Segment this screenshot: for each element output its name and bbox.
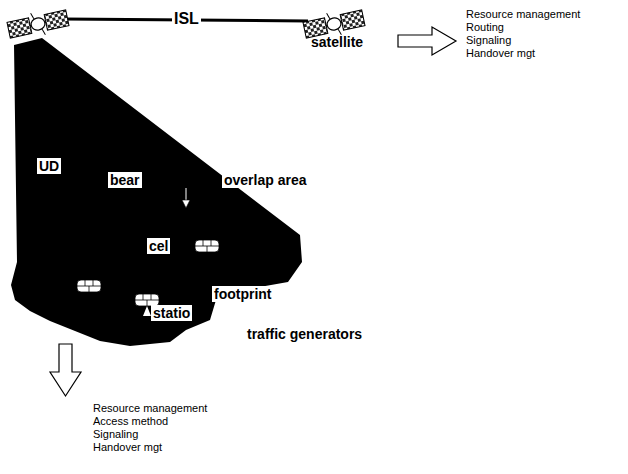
leader-line	[186, 188, 187, 200]
hollow-arrow	[50, 344, 81, 396]
list-item: Signaling	[466, 34, 511, 47]
cell-icon	[195, 240, 219, 252]
beam-label: bear	[108, 172, 142, 188]
footprint-label: footprint	[212, 286, 274, 302]
list-item: Resource management	[466, 8, 580, 21]
link-label: ISL	[172, 10, 201, 28]
station-mark	[143, 306, 151, 316]
satellite-label: satellite	[311, 34, 363, 50]
list-item: Resource management	[93, 402, 207, 415]
beam-label: UD	[37, 158, 61, 174]
cell-icon	[77, 280, 101, 292]
cell-label: cel	[147, 238, 170, 254]
satellite-icon	[6, 6, 70, 42]
list-item: Signaling	[93, 428, 138, 441]
callout-label: traffic generators	[247, 326, 362, 342]
beam-cone	[11, 38, 302, 346]
pointer-head	[182, 200, 190, 208]
callout-label: overlap area	[222, 172, 309, 188]
station-label: statio	[151, 305, 192, 321]
list-item: Handover mgt	[466, 47, 535, 60]
hollow-arrow	[398, 27, 456, 55]
list-item: Handover mgt	[93, 441, 162, 454]
list-item: Routing	[466, 21, 504, 34]
list-item: Access method	[93, 415, 168, 428]
